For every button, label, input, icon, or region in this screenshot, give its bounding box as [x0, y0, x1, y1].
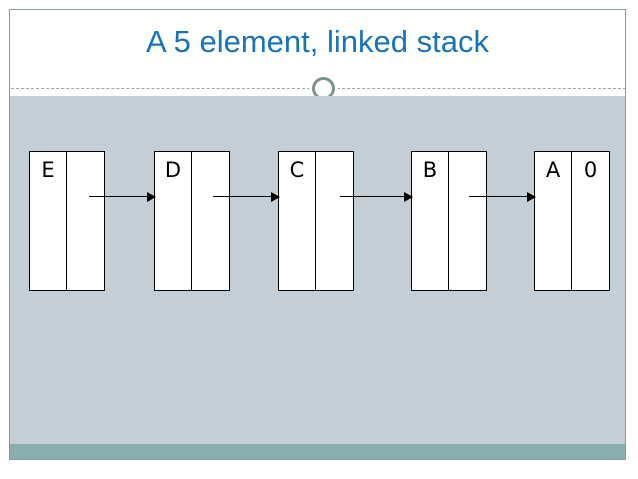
list-node-0: E: [29, 151, 105, 291]
link-arrow-0: [89, 192, 156, 202]
node-null-label: 0: [583, 158, 598, 182]
footer-accent-bar: [10, 444, 625, 459]
node-next-cell: [316, 152, 353, 290]
arrow-head-icon: [527, 192, 536, 202]
node-data-label: C: [289, 158, 305, 182]
link-arrow-1: [213, 192, 280, 202]
arrow-shaft: [340, 196, 412, 197]
node-data-cell: C: [279, 152, 316, 290]
page-title: A 5 element, linked stack: [146, 24, 489, 59]
node-data-cell: D: [155, 152, 192, 290]
node-data-cell: A: [535, 152, 572, 290]
list-node-3: B: [411, 151, 487, 291]
node-next-cell: 0: [572, 152, 609, 290]
node-next-cell: [67, 152, 104, 290]
node-data-label: A: [545, 158, 561, 182]
node-data-cell: B: [412, 152, 449, 290]
arrow-shaft: [213, 196, 279, 197]
node-data-label: E: [41, 158, 55, 182]
node-data-label: D: [164, 158, 182, 182]
link-arrow-3: [469, 192, 536, 202]
node-next-cell: [449, 152, 486, 290]
arrow-head-icon: [404, 192, 413, 202]
link-arrow-2: [340, 192, 413, 202]
arrow-shaft: [469, 196, 535, 197]
list-node-1: D: [154, 151, 230, 291]
slide-canvas: A 5 element, linked stack E D C: [9, 9, 626, 460]
list-node-4: A 0: [534, 151, 610, 291]
arrow-head-icon: [271, 192, 280, 202]
list-node-2: C: [278, 151, 354, 291]
arrow-shaft: [89, 196, 155, 197]
linked-stack-diagram: E D C B: [10, 10, 625, 459]
node-data-label: B: [422, 158, 438, 182]
arrow-head-icon: [147, 192, 156, 202]
node-next-cell: [192, 152, 229, 290]
node-data-cell: E: [30, 152, 67, 290]
